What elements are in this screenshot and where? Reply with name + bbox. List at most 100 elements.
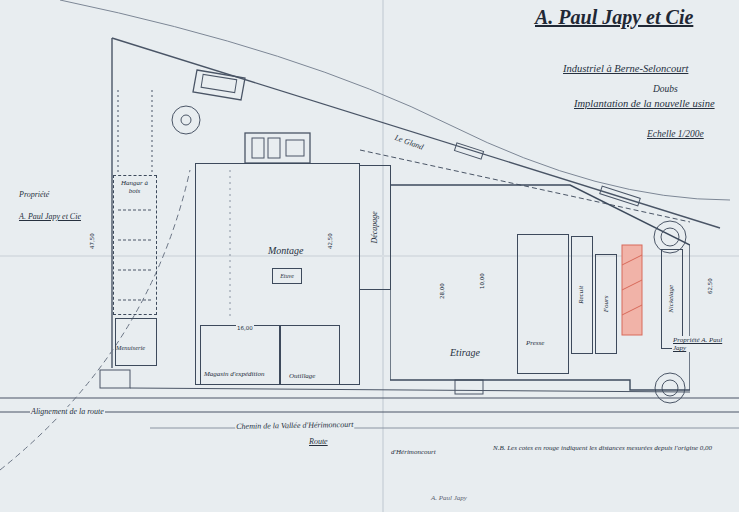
red-hatched-wall [622, 255, 642, 265]
narrow-room: Fours [595, 254, 617, 354]
turntable-circle [662, 380, 678, 396]
dimension-text: 10,00 [479, 272, 485, 290]
room-label: Etirage [450, 347, 480, 358]
road-label: Chemin de la Vallée d'Hérimoncourt [235, 420, 354, 431]
label-anchor: Route [308, 430, 329, 448]
dashed-track [0, 170, 190, 470]
turntable-circle [661, 228, 679, 246]
hall-outline [390, 185, 690, 390]
hall-outline [390, 160, 690, 392]
room-label: Outillage [289, 373, 315, 381]
road-label: Alignement de la route [30, 407, 105, 416]
dimension-text: 47,50 [89, 232, 95, 250]
label-anchor: 42,50 [318, 232, 336, 250]
scale-note: Echelle 1/200e [646, 129, 705, 140]
shed-area: Hangar à bois [113, 175, 157, 315]
room-label: Décapage [371, 211, 380, 243]
railway-line [360, 150, 690, 222]
small-room: Etuve [272, 268, 302, 284]
subtitle: Doubs [652, 84, 679, 95]
property-label: Propriété [18, 190, 50, 199]
label-anchor: Chemin de la Vallée d'Hérimoncourt [235, 413, 355, 433]
subtitle: Industriel à Berne-Seloncourt [562, 63, 689, 75]
small-shed [455, 380, 483, 394]
workshop-hall: MontageEtuveMagasin d'expédition Outillag… [195, 163, 360, 385]
hangar-grid [118, 270, 152, 271]
label-anchor: Propriété A. Paul Japy [672, 336, 734, 354]
road-label: d'Hérimoncourt [390, 448, 437, 456]
red-hatched-wall [622, 245, 642, 335]
label-anchor: 47,50 [80, 232, 98, 250]
room-label: Hangar à bois [115, 180, 154, 195]
room-label: Montage [268, 245, 304, 256]
label-anchor: 62,50 [698, 277, 716, 295]
signature: A. Paul Japy [430, 494, 468, 502]
label-anchor: Implantation de la nouvelle usine [573, 93, 716, 111]
room-box: Outillage [280, 325, 340, 385]
narrow-building: Décapage [359, 165, 391, 290]
subtitle: Implantation de la nouvelle usine [573, 98, 716, 110]
label-anchor: 16,00 [236, 316, 254, 334]
workshop-hall: Etirage Presse RecuitFours Nickelage [390, 160, 690, 392]
room-label: Etuve [280, 273, 294, 280]
label-anchor: N.B. Les cotes en rouge indiquent les di… [492, 436, 732, 454]
narrow-room: Nickelage [661, 249, 683, 349]
dimension-text: 16,00 [236, 325, 254, 331]
room-box: Menuiserie [115, 318, 157, 366]
label-anchor: A. Paul Japy [430, 486, 468, 504]
hangar-grid [118, 210, 152, 211]
boiler-house [286, 140, 304, 156]
stream-name: Le Gland [392, 133, 425, 153]
narrow-room: Recuit [571, 236, 593, 354]
red-hatched-wall [622, 280, 642, 290]
label-anchor: d'Hérimoncourt [390, 440, 437, 458]
room-box: Magasin d'expédition [200, 325, 280, 385]
room-label: Menuiserie [116, 344, 145, 351]
label-anchor: Echelle 1/200e [646, 123, 705, 141]
label-anchor: Industriel à Berne-Seloncourt [562, 58, 689, 76]
label-anchor: Le Gland [392, 126, 428, 154]
grid-line [152, 90, 153, 172]
label-anchor: A. Paul Japy et Cie [18, 205, 82, 223]
property-label: A. Paul Japy et Cie [18, 212, 82, 221]
property-label: Propriété A. Paul Japy [672, 336, 734, 352]
room-label: Fours [602, 296, 610, 313]
label-anchor: 10,00 [470, 272, 488, 290]
hangar-grid [118, 300, 152, 301]
room-label: Magasin d'expédition [204, 371, 264, 379]
column-line [230, 170, 231, 318]
stream-line [60, 0, 730, 200]
dimension-text: 62,50 [707, 277, 713, 295]
site-line [130, 388, 690, 392]
room-label: Nickelage [668, 285, 676, 313]
railway-line [112, 38, 720, 228]
hangar-grid [118, 240, 152, 241]
boiler-house [252, 138, 264, 158]
turntable-circle [655, 373, 685, 403]
label-anchor: Alignement de la route [30, 400, 105, 418]
small-building [193, 70, 245, 100]
stair-block [100, 370, 130, 388]
road-alignment [0, 397, 739, 398]
dimension-text: 28,00 [439, 282, 445, 300]
title-anchor: A. Paul Japy et Cie [533, 6, 695, 29]
road-label: Route [308, 437, 329, 446]
red-hatched-wall [622, 305, 642, 315]
plan-title: A. Paul Japy et Cie [533, 6, 695, 29]
label-anchor: 28,00 [430, 282, 448, 300]
label-anchor: Propriété [18, 183, 50, 201]
turntable-circle [181, 115, 191, 125]
label-anchor: Doubs [652, 78, 679, 96]
small-building [201, 74, 237, 92]
note-text: N.B. Les cotes en rouge indiquent les di… [492, 444, 713, 452]
boiler-house [268, 138, 280, 158]
road-edge [0, 412, 739, 413]
room-label: Presse [526, 340, 544, 348]
turntable-circle [172, 106, 200, 134]
dimension-text: 42,50 [327, 232, 333, 250]
room-box: Presse [517, 234, 569, 374]
room-label: Recuit [578, 286, 586, 304]
